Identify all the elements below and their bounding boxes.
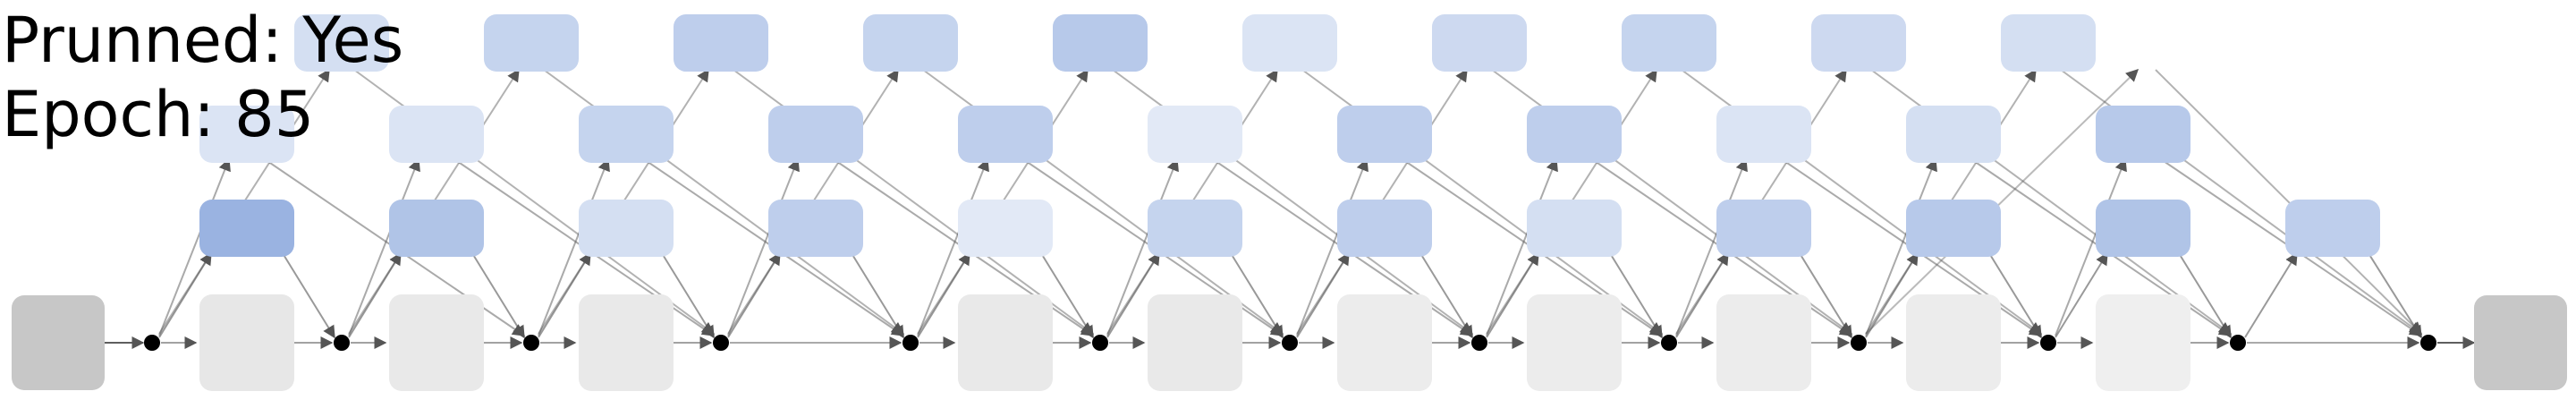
junction-dot <box>902 335 919 351</box>
level3-node <box>1432 14 1527 72</box>
pruned-status-label: Prunned: Yes <box>2 4 404 77</box>
edge-up-1 <box>1106 251 1160 338</box>
level1-node <box>1148 200 1242 257</box>
bottom-node <box>2096 294 2190 391</box>
edge-up-2 <box>1296 157 1368 336</box>
edge-up-1 <box>2055 251 2108 338</box>
edge-up-1 <box>348 251 402 338</box>
junction-dot <box>1851 335 1867 351</box>
edge-up-2 <box>1675 157 1748 336</box>
level1-node <box>1337 200 1432 257</box>
bottom-node <box>1337 294 1432 391</box>
level2-node <box>2096 106 2190 163</box>
edge-up-1 <box>1296 251 1350 338</box>
level1-node <box>389 200 484 257</box>
junction-dot <box>2420 335 2436 351</box>
edge-up-2 <box>1486 157 1558 336</box>
level2-node <box>389 106 484 163</box>
level2-node <box>1716 106 1811 163</box>
bottom-node <box>199 294 294 391</box>
level3-node <box>1053 14 1148 72</box>
junction-dot <box>1282 335 1298 351</box>
edge-up-2 <box>1865 157 1937 336</box>
bottom-node <box>1906 294 2001 391</box>
input-node <box>12 295 105 390</box>
edge-up-2 <box>917 157 989 336</box>
junction-dot <box>1661 335 1677 351</box>
edge-down-3-extra <box>2155 69 2422 335</box>
bottom-node <box>958 294 1053 391</box>
level1-node <box>579 200 674 257</box>
edge-up-2 <box>158 157 231 336</box>
level2-node <box>1906 106 2001 163</box>
level3-node <box>1622 14 1716 72</box>
edge-up-1 <box>1675 251 1729 338</box>
edge-down-1 <box>471 252 525 339</box>
edge-up-1 <box>1865 251 1919 338</box>
level2-node <box>768 106 863 163</box>
edge-up-2 <box>727 157 800 336</box>
edge-up-1 <box>2244 251 2298 338</box>
level2-node <box>1148 106 1242 163</box>
edge-up-2 <box>538 157 610 336</box>
edge-down-1 <box>282 252 335 339</box>
edge-down-1 <box>851 252 904 339</box>
level1-node <box>199 200 294 257</box>
epoch-label: Epoch: 85 <box>2 78 315 151</box>
bottom-node <box>1148 294 1242 391</box>
bottom-node <box>1716 294 1811 391</box>
level2-node <box>199 106 294 163</box>
level2-node <box>1337 106 1432 163</box>
level1-node <box>2285 200 2380 257</box>
junction-dot <box>2040 335 2056 351</box>
bottom-node <box>389 294 484 391</box>
junction-layer <box>144 335 2436 351</box>
level2-node <box>958 106 1053 163</box>
edge-up-2 <box>2055 157 2127 336</box>
node-layer <box>12 14 2567 391</box>
edge-up-2 <box>1106 157 1179 336</box>
edge-up-1 <box>538 251 591 338</box>
junction-dot <box>713 335 729 351</box>
edge-up-3-extra <box>1865 69 2140 335</box>
level3-node <box>863 14 958 72</box>
level1-node <box>958 200 1053 257</box>
level1-node <box>1527 200 1622 257</box>
bottom-node <box>1527 294 1622 391</box>
level3-node <box>1811 14 1906 72</box>
edge-up-2 <box>348 157 420 336</box>
junction-dot <box>523 335 539 351</box>
level3-node <box>484 14 579 72</box>
level2-node <box>1527 106 1622 163</box>
level1-node <box>1906 200 2001 257</box>
junction-dot <box>334 335 350 351</box>
edge-up-1 <box>1486 251 1539 338</box>
level2-node <box>579 106 674 163</box>
level3-node <box>294 14 389 72</box>
level1-node <box>1716 200 1811 257</box>
edge-up-1 <box>158 251 212 338</box>
bottom-node <box>579 294 674 391</box>
junction-dot <box>144 335 160 351</box>
level3-node <box>1242 14 1337 72</box>
edge-up-1 <box>917 251 970 338</box>
output-node <box>2474 295 2567 390</box>
level1-node <box>2096 200 2190 257</box>
junction-dot <box>2230 335 2246 351</box>
edge-up-1 <box>727 251 781 338</box>
junction-dot <box>1092 335 1108 351</box>
level1-node <box>768 200 863 257</box>
level3-node <box>674 14 768 72</box>
level3-node <box>2001 14 2096 72</box>
junction-dot <box>1471 335 1487 351</box>
